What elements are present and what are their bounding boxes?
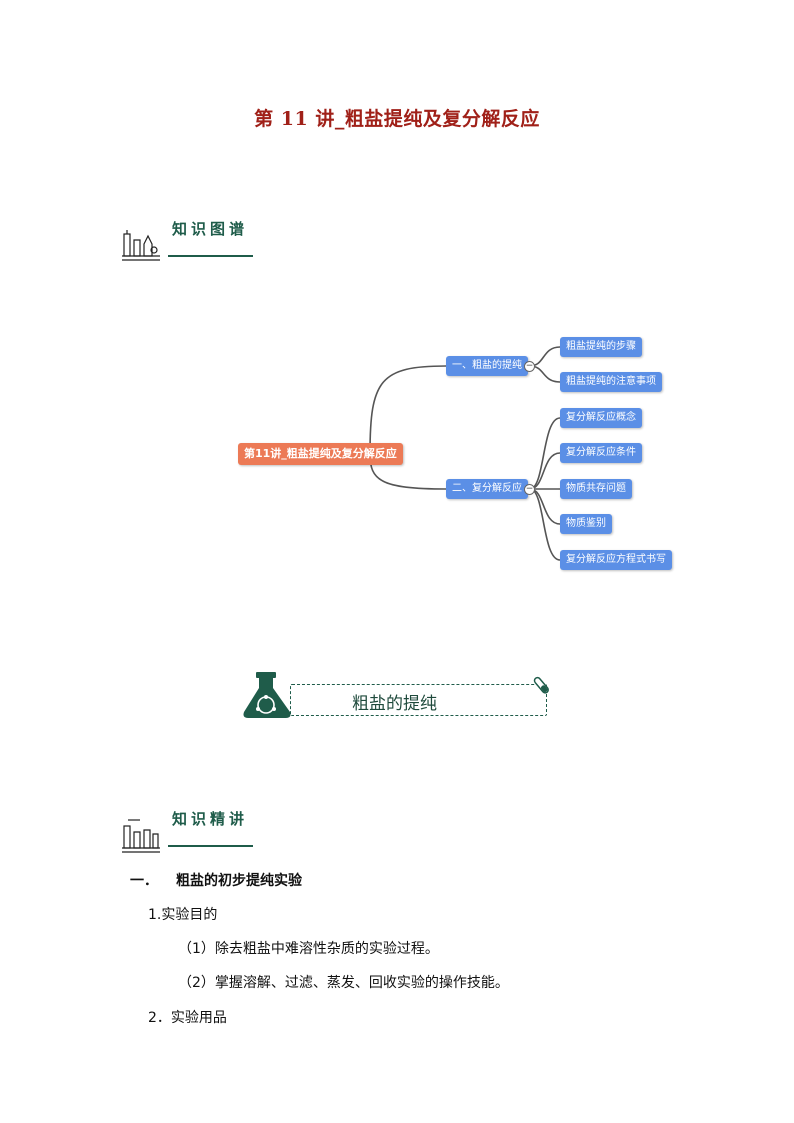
collapse-toggle-icon[interactable]: − (524, 484, 535, 495)
list-item: （2）掌握溶解、过滤、蒸发、回收实验的操作技能。 (178, 975, 509, 991)
section-banner (290, 684, 547, 716)
flask-icon (240, 670, 296, 720)
list-item: （1）除去粗盐中难溶性杂质的实验过程。 (178, 941, 439, 957)
page-title: 第 11 讲_粗盐提纯及复分解反应 (254, 108, 540, 130)
mindmap-leaf-node[interactable]: 复分解反应概念 (560, 408, 642, 428)
list-item: 2．实验用品 (148, 1010, 227, 1026)
lab-equipment-icon (120, 228, 162, 264)
section-heading-knowledge-detail: 知识精讲 (172, 810, 249, 828)
test-tube-icon (530, 674, 554, 698)
banner-title: 粗盐的提纯 (352, 694, 437, 714)
mindmap-leaf-node[interactable]: 粗盐提纯的步骤 (560, 337, 642, 357)
heading-number: 一． (130, 873, 158, 889)
mindmap-root-node[interactable]: 第11讲_粗盐提纯及复分解反应 (238, 443, 403, 465)
list-item: 1.实验目的 (148, 907, 218, 923)
section-underline (168, 845, 253, 847)
section-underline (168, 255, 253, 257)
mindmap-leaf-node[interactable]: 复分解反应方程式书写 (560, 550, 672, 570)
mindmap-leaf-node[interactable]: 物质共存问题 (560, 479, 632, 499)
heading-text: 粗盐的初步提纯实验 (176, 873, 302, 889)
mindmap-leaf-node[interactable]: 复分解反应条件 (560, 443, 642, 463)
mindmap-leaf-node[interactable]: 物质鉴别 (560, 514, 612, 534)
mindmap-branch-double-decomposition[interactable]: 二、复分解反应 (446, 479, 528, 499)
section-heading-knowledge-map: 知识图谱 (172, 220, 249, 238)
mindmap-branch-salt-purification[interactable]: 一、粗盐的提纯 (446, 356, 528, 376)
collapse-toggle-icon[interactable]: − (524, 361, 535, 372)
lab-equipment-icon (120, 818, 162, 854)
mindmap-leaf-node[interactable]: 粗盐提纯的注意事项 (560, 372, 662, 392)
